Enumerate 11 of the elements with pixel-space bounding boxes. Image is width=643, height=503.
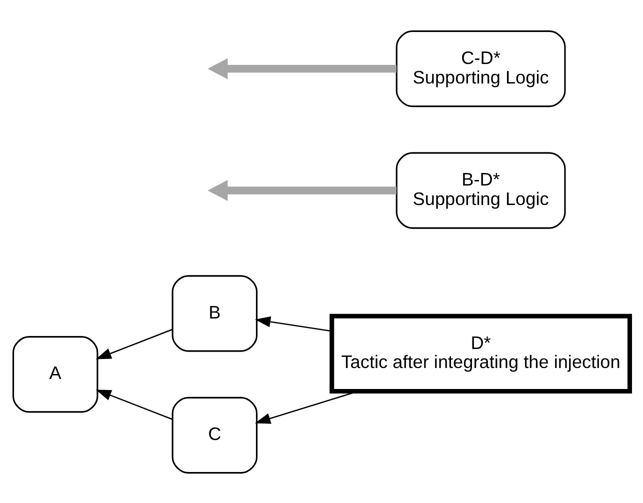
node-box: C-D* Supporting Logic — [396, 30, 566, 107]
arrow — [254, 316, 332, 332]
arrow — [96, 328, 172, 359]
arrow — [208, 58, 396, 79]
node-box: C — [172, 396, 258, 474]
node-box: B — [172, 274, 258, 352]
node-box: D* Tactic after integrating the injection — [330, 313, 632, 393]
node-box: A — [12, 336, 98, 412]
node-box: B-D* Supporting Logic — [396, 152, 566, 228]
arrow — [96, 389, 172, 420]
arrow — [208, 179, 396, 200]
